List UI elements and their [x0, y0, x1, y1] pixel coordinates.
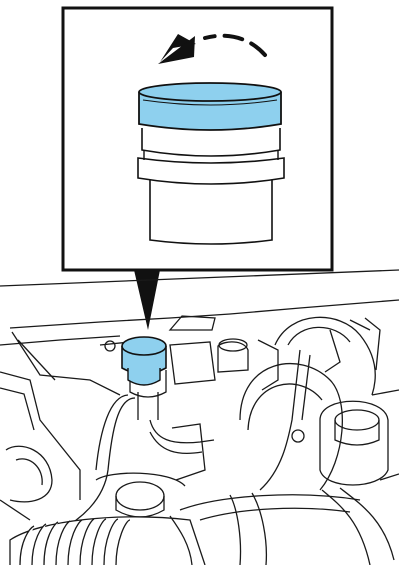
corrugated-hose — [10, 516, 205, 565]
pointer-arrow-icon — [134, 270, 160, 330]
engine-bay-illustration — [0, 270, 399, 565]
callout-inset — [63, 8, 332, 270]
reservoir-cap-enlarged — [138, 83, 284, 244]
reservoir-cap-location — [122, 337, 166, 385]
